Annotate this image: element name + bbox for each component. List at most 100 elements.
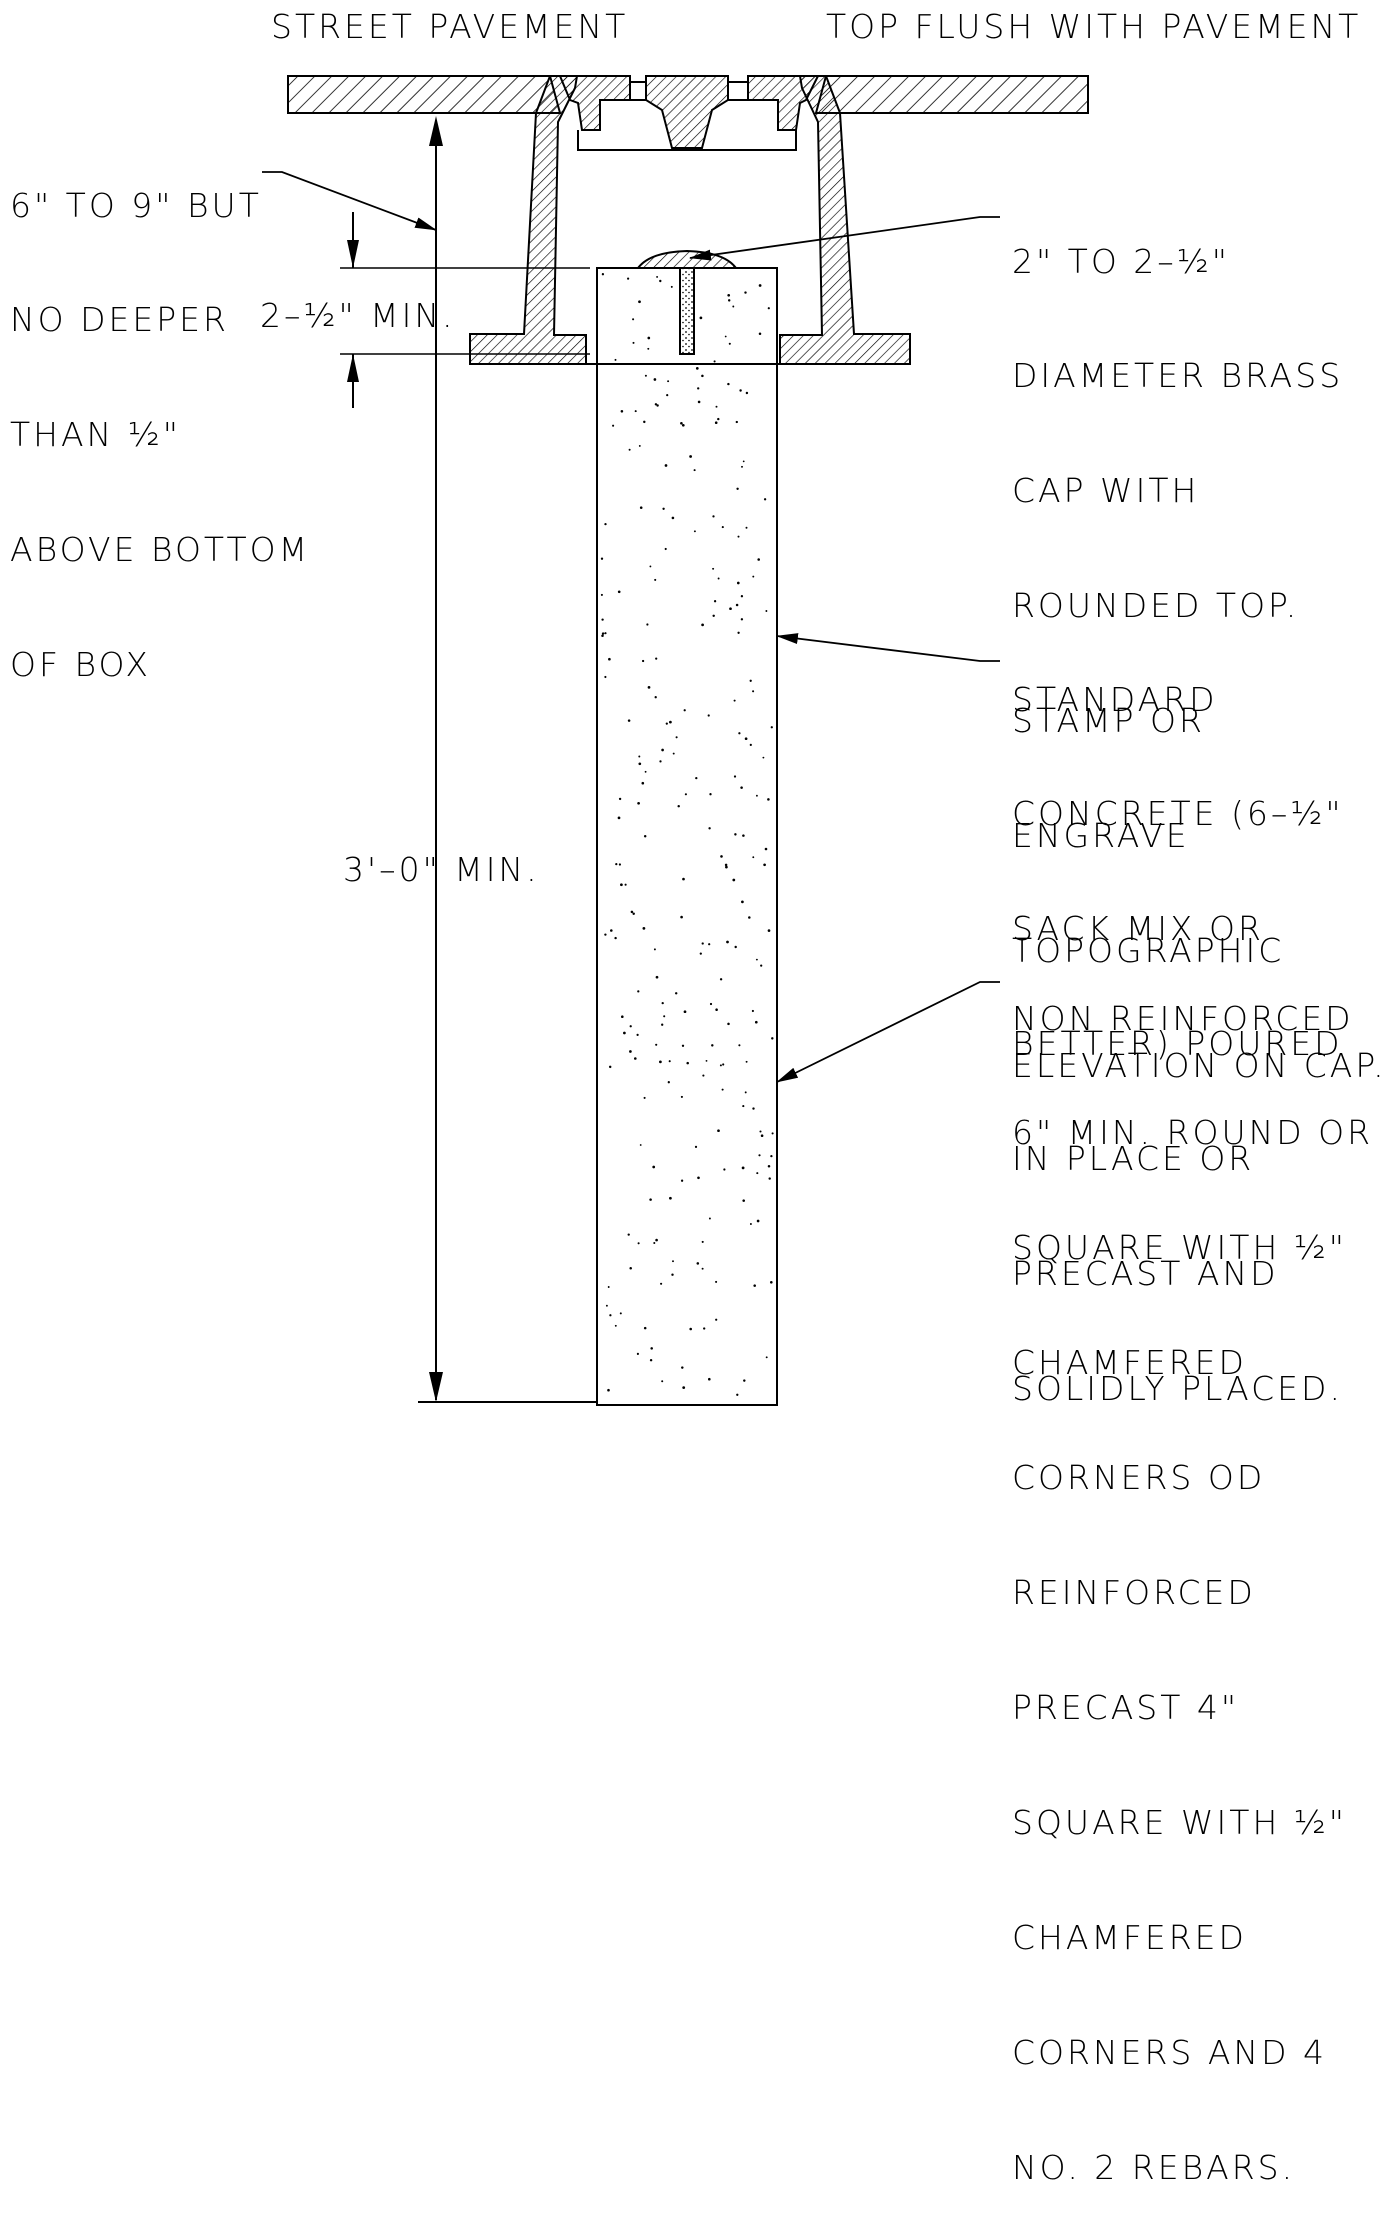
concrete-dot <box>727 382 730 386</box>
concrete-dot <box>720 855 723 858</box>
concrete-dot <box>665 722 668 725</box>
brass-cap-note: 2" TO 2–½" DIAMETER BRASS CAP WITH ROUND… <box>1012 166 1387 1123</box>
lid-right <box>747 75 820 131</box>
concrete-dot <box>671 516 675 520</box>
concrete-dot <box>763 863 766 867</box>
concrete-dot <box>735 603 739 607</box>
concrete-dot <box>653 948 656 951</box>
concrete-dot <box>721 1088 724 1091</box>
concrete-dot <box>638 444 641 447</box>
frame-right <box>779 75 911 365</box>
concrete-dot <box>740 786 743 789</box>
lid-left <box>558 75 631 131</box>
concrete-dot <box>696 1262 700 1265</box>
concrete-dot <box>695 367 699 370</box>
concrete-dot <box>752 856 755 859</box>
concrete-dot <box>764 847 768 851</box>
concrete-dot <box>627 1233 630 1236</box>
concrete-dot <box>741 465 743 468</box>
concrete-dot <box>636 1352 639 1355</box>
concrete-dot <box>627 277 630 280</box>
concrete-dot <box>755 958 758 961</box>
concrete-dot <box>655 1043 658 1046</box>
concrete-dot <box>732 305 735 308</box>
concrete-dot <box>677 804 680 808</box>
concrete-dot <box>756 1219 760 1223</box>
concrete-dot <box>661 1001 664 1005</box>
concrete-dot <box>600 557 604 560</box>
concrete-dot <box>749 679 752 682</box>
concrete-dot <box>742 1105 745 1108</box>
concrete-dot <box>609 1314 612 1317</box>
concrete-dot <box>649 565 652 568</box>
concrete-dot <box>697 387 700 390</box>
concrete-dot <box>754 1020 758 1024</box>
concrete-dot <box>632 912 635 916</box>
post-note-line: REINFORCED <box>1012 1573 1256 1613</box>
concrete-dot <box>757 558 760 561</box>
concrete-dot <box>643 1096 646 1099</box>
street-pavement-label: STREET PAVEMENT <box>271 7 629 46</box>
concrete-dot <box>756 1172 759 1175</box>
concrete-dot <box>612 424 615 427</box>
concrete-dot <box>723 1168 726 1171</box>
concrete-dot <box>647 347 650 350</box>
concrete-dot <box>705 1059 708 1062</box>
concrete-dot <box>760 964 763 967</box>
concrete-dot <box>644 770 647 773</box>
concrete-dot <box>719 978 723 981</box>
concrete-dot <box>604 675 607 679</box>
concrete-dot <box>639 1144 642 1146</box>
concrete-dot <box>722 1063 725 1066</box>
concrete-dot <box>693 469 696 472</box>
concrete-dot <box>744 291 747 294</box>
overall-dim-arrow-top <box>429 116 443 146</box>
concrete-note-line: SACK MIX OR <box>1012 909 1264 949</box>
depth-note-leader <box>262 171 438 231</box>
concrete-dot <box>701 942 704 945</box>
concrete-dot <box>620 883 623 887</box>
concrete-dot <box>680 1095 683 1098</box>
concrete-dot <box>737 535 740 538</box>
brass-cap-note-line: 2" TO 2–½" <box>1012 241 1230 281</box>
concrete-dot <box>633 1057 637 1060</box>
concrete-dot <box>714 421 718 425</box>
concrete-dot <box>638 755 641 758</box>
brass-cap-note-line: ENGRAVE <box>1012 816 1190 856</box>
brass-cap-note-line: TOPOGRAPHIC <box>1012 930 1285 970</box>
concrete-dot <box>642 927 646 930</box>
cap-dim-arrow-bottom <box>347 354 359 382</box>
concrete-dot <box>638 300 641 304</box>
concrete-dot <box>655 1238 658 1242</box>
concrete-dot <box>661 1023 664 1026</box>
post-note-line: SQUARE WITH ½" <box>1012 1802 1347 1842</box>
concrete-dot <box>740 618 744 621</box>
concrete-dot <box>712 567 715 570</box>
concrete-dot <box>719 1064 722 1067</box>
concrete-dot <box>615 862 618 866</box>
concrete-dot <box>724 335 727 338</box>
concrete-dot <box>727 1022 730 1026</box>
concrete-dot <box>721 526 724 529</box>
dimensions <box>340 116 597 1403</box>
concrete-dot <box>654 578 657 581</box>
concrete-dot <box>701 374 704 378</box>
concrete-dot <box>697 1176 700 1180</box>
concrete-dot <box>737 631 740 634</box>
concrete-dot <box>641 659 645 663</box>
concrete-dot <box>708 1217 711 1220</box>
concrete-dot <box>680 1179 684 1182</box>
concrete-leader <box>775 633 1000 662</box>
concrete-dot <box>745 1060 748 1063</box>
concrete-dot <box>660 1282 663 1285</box>
concrete-dot <box>715 1318 718 1321</box>
concrete-dot <box>741 1166 745 1170</box>
concrete-dot <box>649 1358 653 1362</box>
concrete-dot <box>727 299 731 302</box>
depth-note-line: THAN ½" <box>10 415 181 455</box>
concrete-dot <box>647 336 651 340</box>
concrete-dot <box>748 916 751 919</box>
concrete-dot <box>703 1327 706 1330</box>
concrete-dot <box>715 1008 718 1011</box>
concrete-dot <box>708 1377 711 1381</box>
